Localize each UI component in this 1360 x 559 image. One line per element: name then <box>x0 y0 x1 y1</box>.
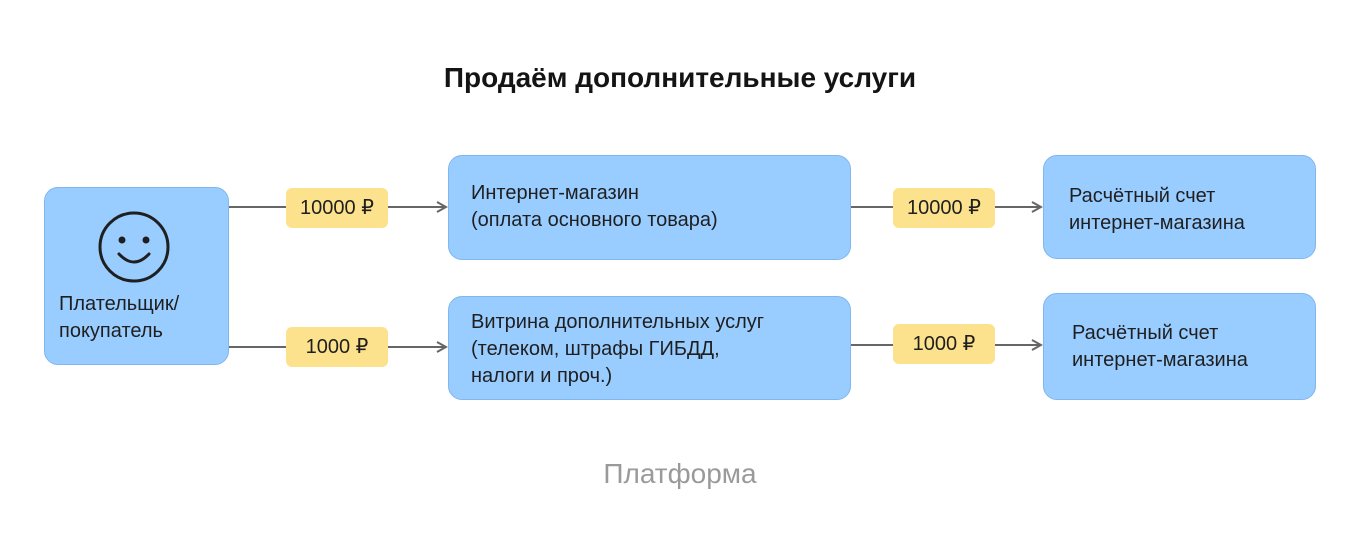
shop-label: Интернет-магазин (оплата основного товар… <box>471 182 718 231</box>
amount-badge-bottom-right: 1000 ₽ <box>893 324 995 364</box>
smiley-icon <box>98 211 170 283</box>
account-box-top: Расчётный счет интернет-магазина <box>1043 155 1316 259</box>
shop-box: Интернет-магазин (оплата основного товар… <box>448 155 851 260</box>
diagram-title: Продаём дополнительные услуги <box>443 62 917 93</box>
account-label-bottom: Расчётный счет интернет-магазина <box>1072 322 1248 371</box>
vitrina-label: Витрина дополнительных услуг (телеком, ш… <box>471 311 765 387</box>
payer-box: Плательщик/ покупатель <box>44 187 229 365</box>
platform-label: Платформа <box>603 458 757 489</box>
payer-label: Плательщик/ покупатель <box>59 293 180 342</box>
amount-badge-bottom-left: 1000 ₽ <box>286 327 388 367</box>
amount-badge-top-left: 10000 ₽ <box>286 188 388 228</box>
account-label-top: Расчётный счет интернет-магазина <box>1069 185 1245 234</box>
amount-badge-top-right: 10000 ₽ <box>893 188 995 228</box>
account-box-bottom: Расчётный счет интернет-магазина <box>1043 293 1316 400</box>
vitrina-box: Витрина дополнительных услуг (телеком, ш… <box>448 296 851 400</box>
